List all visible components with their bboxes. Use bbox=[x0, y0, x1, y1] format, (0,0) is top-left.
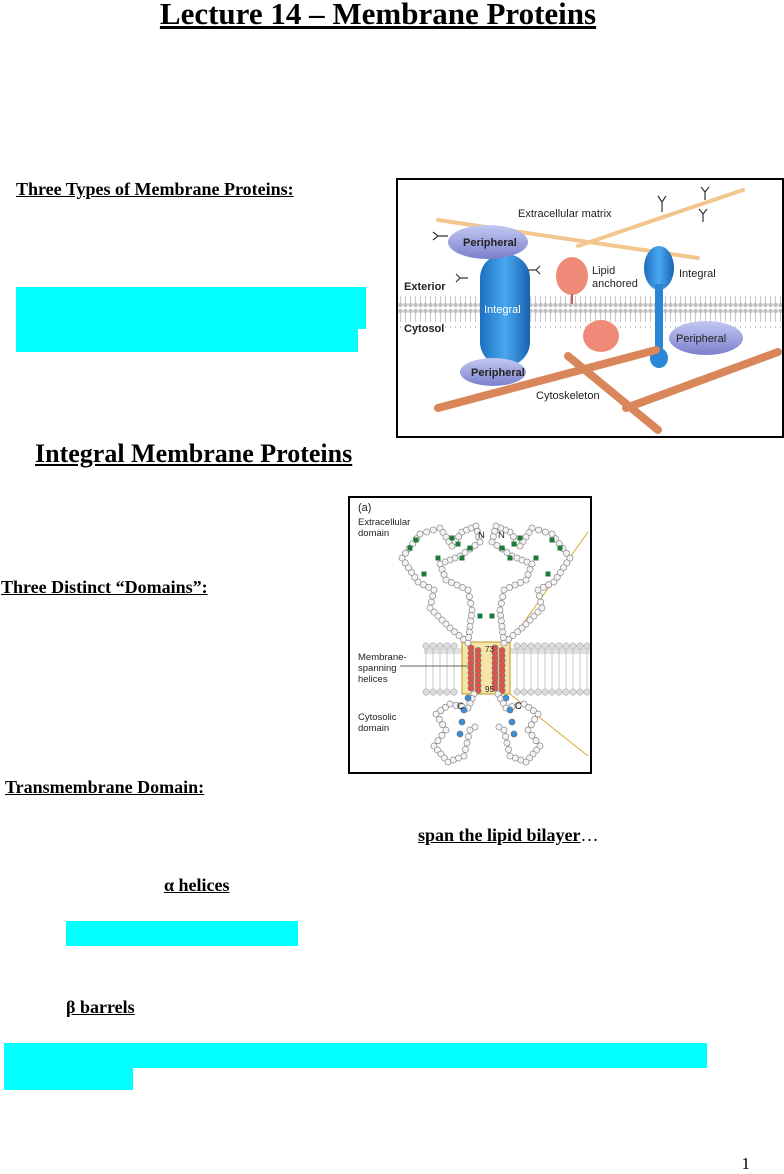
lipid-bilayer bbox=[398, 296, 782, 328]
lipid-anchored-protein bbox=[583, 320, 619, 352]
svg-text:Peripheral: Peripheral bbox=[676, 333, 726, 345]
svg-text:Cytosol: Cytosol bbox=[404, 323, 444, 335]
svg-text:Integral: Integral bbox=[679, 268, 716, 280]
svg-text:C: C bbox=[457, 701, 464, 712]
highlight-block bbox=[16, 287, 366, 329]
peripheral-protein-top bbox=[448, 225, 528, 259]
svg-text:helices: helices bbox=[358, 674, 388, 685]
peripheral-protein-bottom bbox=[460, 358, 526, 386]
integral-protein-left bbox=[480, 254, 530, 366]
cytoskeleton-fiber bbox=[564, 352, 662, 434]
svg-text:73: 73 bbox=[485, 645, 494, 654]
transmembrane-label: Transmembrane Domain: bbox=[5, 777, 205, 797]
matrix-fiber bbox=[576, 188, 745, 248]
svg-text:Membrane-: Membrane- bbox=[358, 652, 407, 663]
svg-text:Integral: Integral bbox=[484, 304, 521, 316]
page-number: 1 bbox=[741, 1154, 751, 1173]
svg-text:Peripheral: Peripheral bbox=[463, 237, 517, 249]
cytoskeleton-fiber bbox=[622, 348, 782, 412]
span-text: span the lipid bilayer bbox=[418, 825, 581, 845]
integral-heading: Integral Membrane Proteins bbox=[35, 439, 353, 468]
highlight-block bbox=[4, 1043, 707, 1068]
integral-protein-right bbox=[644, 246, 674, 290]
svg-text:Cytoskeleton: Cytoskeleton bbox=[536, 390, 600, 402]
svg-text:Extracellular: Extracellular bbox=[358, 517, 410, 528]
span-suffix: … bbox=[580, 825, 599, 845]
svg-text:Cytosolic: Cytosolic bbox=[358, 712, 397, 723]
beta-barrels-label: β barrels bbox=[66, 997, 135, 1017]
alpha-helices-label: α helices bbox=[164, 875, 230, 895]
svg-text:spanning: spanning bbox=[358, 663, 397, 674]
svg-text:Extracellular matrix: Extracellular matrix bbox=[518, 208, 612, 220]
svg-text:95: 95 bbox=[485, 685, 494, 694]
svg-text:(a): (a) bbox=[358, 502, 371, 514]
svg-text:Lipid: Lipid bbox=[592, 265, 615, 277]
svg-text:Peripheral: Peripheral bbox=[471, 367, 525, 379]
domains-label: Three Distinct “Domains”: bbox=[1, 577, 208, 597]
highlight-block bbox=[66, 921, 298, 946]
svg-text:anchored: anchored bbox=[592, 278, 638, 290]
cytoskeleton-fiber bbox=[434, 346, 660, 412]
svg-text:C: C bbox=[515, 701, 522, 712]
svg-text:N: N bbox=[478, 530, 485, 541]
highlight-block bbox=[16, 329, 358, 352]
glycophorin-figure: (a) Extracellular domain Membrane- spann… bbox=[348, 496, 592, 774]
svg-text:domain: domain bbox=[358, 528, 389, 539]
membrane-protein-types-figure: Integral Peripheral Peripheral Lipid anc… bbox=[396, 178, 784, 438]
svg-text:Exterior: Exterior bbox=[404, 281, 446, 293]
svg-text:N: N bbox=[498, 530, 505, 541]
types-heading: Three Types of Membrane Proteins: bbox=[16, 179, 294, 199]
highlight-block bbox=[4, 1068, 133, 1090]
lipid-anchored-protein bbox=[556, 257, 588, 295]
svg-text:domain: domain bbox=[358, 723, 389, 734]
span-text-line: span the lipid bilayer… bbox=[418, 825, 599, 846]
page-title: Lecture 14 – Membrane Proteins bbox=[159, 0, 597, 31]
peripheral-protein-right bbox=[669, 321, 743, 355]
